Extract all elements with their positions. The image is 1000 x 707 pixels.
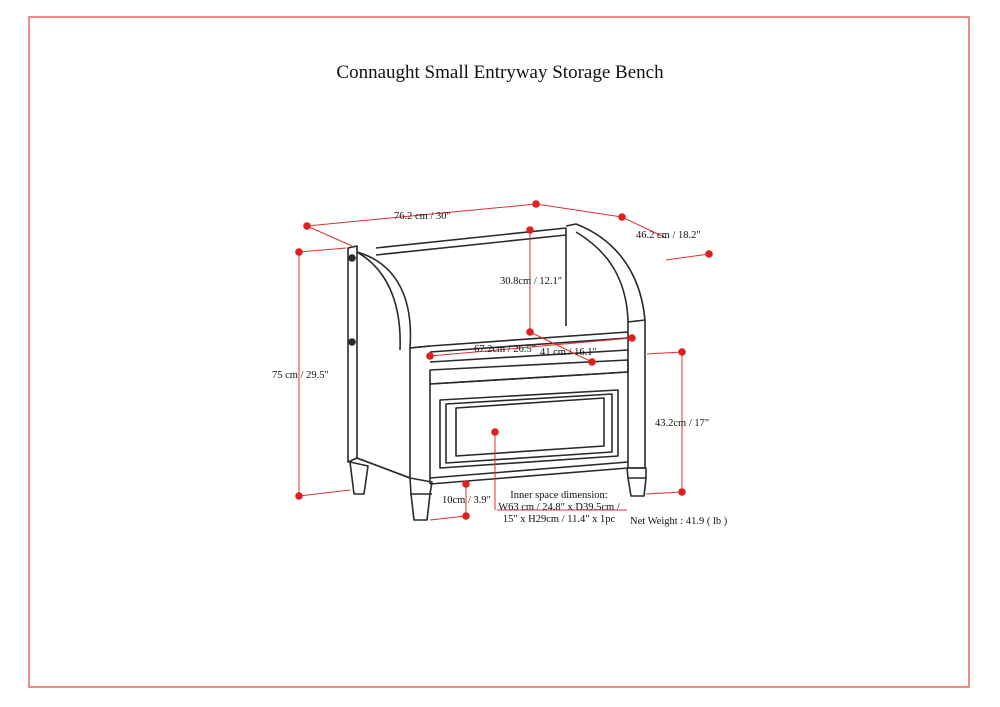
width-label: 76.2 cm / 30" xyxy=(394,211,451,222)
back-panel xyxy=(375,227,567,326)
right-side-arm xyxy=(565,223,646,469)
net-weight-label: Net Weight : 41.9 ( lb ) xyxy=(630,516,728,527)
right-front-leg xyxy=(626,467,647,497)
left-front-leg xyxy=(409,477,433,521)
dimension-lines xyxy=(298,203,710,521)
front-drawer xyxy=(429,371,629,485)
total-height-label: 75 cm / 29.5" xyxy=(272,370,329,381)
depth-label: 46.2 cm / 18.2" xyxy=(636,230,701,241)
left-back-leg xyxy=(349,461,369,495)
leg-height-label: 10cm / 3.9" xyxy=(442,495,491,506)
seat-depth-label: 41 cm / 16.1" xyxy=(540,347,597,358)
seat-height-label: 43.2cm / 17" xyxy=(655,418,710,429)
inner-space-note: Inner space dimension: W63 cm / 24.8" x … xyxy=(494,490,624,526)
inner-space-line-1: W63 cm / 24.8" x D39.5cm / xyxy=(498,502,620,513)
seat-width-label: 67.2cm / 26.5" xyxy=(474,344,537,355)
page-border xyxy=(28,16,970,688)
diagram-title: Connaught Small Entryway Storage Bench xyxy=(336,62,664,83)
inner-space-heading: Inner space dimension: xyxy=(510,490,608,501)
dimension-dots xyxy=(295,200,713,520)
back-height-label: 30.8cm / 12.1" xyxy=(500,276,563,287)
left-side-panel xyxy=(347,245,431,479)
seat xyxy=(409,331,629,385)
inner-space-line-2: 15" x H29cm / 11.4" x 1pc xyxy=(502,514,616,525)
